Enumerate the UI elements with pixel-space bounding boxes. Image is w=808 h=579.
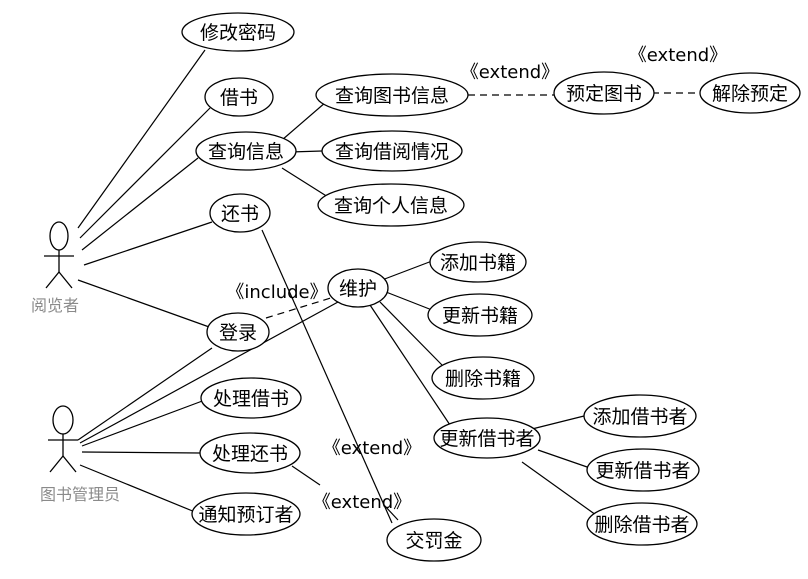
uc-change-password: [181, 12, 295, 52]
uc-reserve-book-label: 预定图书: [566, 83, 642, 105]
uc-query-book-info-label: 查询图书信息: [335, 85, 449, 107]
line-maintain-add: [381, 260, 433, 281]
uc-return-book: [209, 193, 271, 233]
reader-actor-label: 阅览者: [31, 296, 79, 315]
assoc-librarian-notify: [79, 464, 196, 513]
uc-login: [206, 312, 270, 352]
uc-update-borrowers: [433, 417, 541, 459]
uc-update-borrower: [586, 448, 700, 492]
uc-cancel-reservation: [699, 72, 801, 114]
uc-login-label: 登录: [219, 322, 257, 344]
line-maintain-delete: [379, 301, 443, 366]
assoc-reader-login: [77, 279, 213, 329]
uc-process-return: [199, 432, 301, 474]
stereotype-labels: 《extend》 《extend》 《include》 《extend》 《ex…: [226, 45, 727, 513]
uc-delete-books-label: 删除书籍: [445, 368, 521, 390]
use-case-shapes: [181, 12, 801, 562]
line-borrowers-update: [537, 449, 591, 469]
line-return-fine: [261, 229, 393, 524]
uc-cancel-reservation-label: 解除预定: [712, 83, 788, 105]
assoc-librarian-process-borrow: [81, 399, 206, 447]
uc-change-password-label: 修改密码: [200, 22, 276, 44]
uc-maintain-label: 维护: [339, 278, 377, 300]
uc-update-books-label: 更新书籍: [442, 305, 518, 327]
extend-label-fine-2: 《extend》: [313, 492, 411, 513]
line-process-return-fine: [291, 465, 321, 486]
uc-pay-fine: [386, 518, 482, 562]
extend-label-fine-1: 《extend》: [323, 438, 421, 459]
uc-delete-books: [431, 356, 535, 400]
use-case-labels: 修改密码 借书 查询信息 查询图书信息 查询借阅情况 查询个人信息 还书 预定图…: [198, 22, 788, 552]
assoc-reader-query: [81, 157, 199, 251]
uc-query-personal-info-label: 查询个人信息: [334, 195, 448, 217]
extend-label-cancel: 《extend》: [629, 45, 727, 66]
line-borrowers-delete: [521, 461, 597, 516]
line-query-book: [281, 101, 327, 141]
uc-query-book-info: [315, 73, 469, 117]
uc-update-books: [427, 293, 533, 337]
uc-query-borrow-status-label: 查询借阅情况: [335, 141, 449, 163]
uc-notify-reserver: [191, 492, 301, 536]
uc-query-borrow-status: [321, 130, 463, 172]
assoc-reader-borrow: [79, 107, 211, 239]
uc-process-borrow: [200, 377, 302, 419]
assoc-librarian-maintain: [79, 301, 339, 444]
extend-label-reserve: 《extend》: [461, 62, 559, 83]
uc-delete-borrower-label: 删除借书者: [594, 514, 689, 536]
librarian-actor-icon: [48, 405, 78, 473]
uc-process-return-label: 处理还书: [212, 443, 288, 465]
uc-update-borrowers-label: 更新借书者: [439, 428, 534, 450]
uc-return-book-label: 还书: [221, 203, 259, 225]
include-label-login: 《include》: [226, 282, 327, 303]
uc-add-borrower-label: 添加借书者: [592, 406, 687, 428]
assoc-librarian-login: [77, 347, 213, 441]
uc-update-borrower-label: 更新借书者: [595, 460, 690, 482]
uc-borrow-book: [204, 77, 274, 117]
uc-delete-borrower: [586, 502, 698, 546]
line-maintain-update: [385, 291, 433, 311]
uc-add-borrower: [583, 394, 697, 438]
librarian-associations: [77, 301, 339, 513]
dependency-lines: [265, 92, 702, 319]
line-notify-fine: [383, 504, 399, 521]
uc-maintain: [327, 268, 389, 308]
uc-process-borrow-label: 处理借书: [213, 388, 289, 410]
uc-notify-reserver-label: 通知预订者: [198, 504, 293, 526]
uc-query-info: [195, 131, 297, 171]
assoc-reader-return: [83, 221, 213, 266]
line-maintain-borrowers: [369, 304, 451, 426]
librarian-actor-label: 图书管理员: [40, 485, 120, 504]
reader-actor-icon: [44, 221, 74, 289]
line-borrowers-add: [527, 415, 585, 431]
reader-associations: [77, 49, 213, 329]
assoc-librarian-process-return: [81, 451, 201, 454]
uc-query-info-label: 查询信息: [208, 141, 284, 163]
assoc-reader-change-password: [77, 49, 206, 229]
decomposition-lines: [261, 101, 597, 524]
line-query-personal: [281, 167, 329, 198]
uc-query-personal-info: [317, 183, 465, 227]
uc-borrow-book-label: 借书: [220, 87, 258, 109]
uc-add-books-label: 添加书籍: [440, 252, 516, 274]
uc-add-books: [429, 241, 527, 283]
uc-reserve-book: [553, 71, 655, 115]
uc-pay-fine-label: 交罚金: [405, 530, 462, 552]
